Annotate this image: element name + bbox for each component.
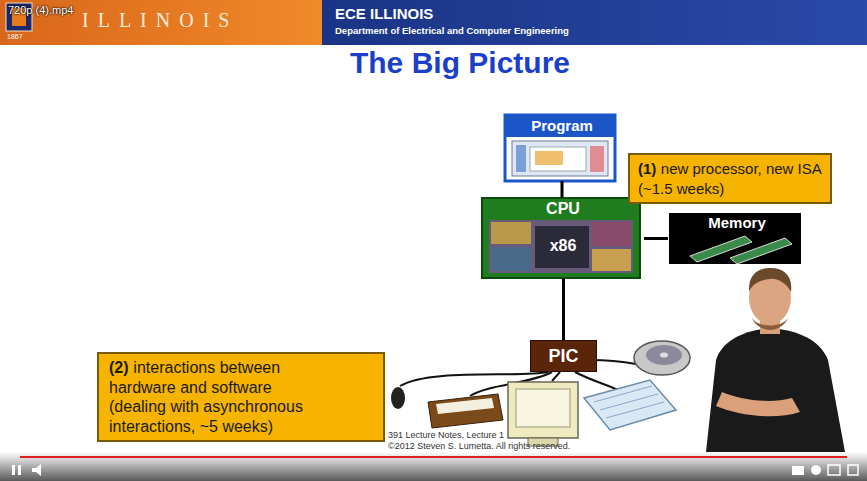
slide-title: The Big Picture — [290, 46, 630, 80]
callout-box: (2)interactions between hardware and sof… — [97, 352, 385, 442]
keyboard-icon — [584, 380, 676, 430]
connector-line — [562, 278, 565, 340]
founding-year: 1867 — [7, 33, 23, 40]
computer-monitor — [508, 382, 578, 438]
node-text: Memory — [670, 214, 804, 232]
callout-number: (1) — [638, 160, 656, 177]
callout-number: (2) — [109, 359, 129, 376]
connector-line — [644, 237, 668, 240]
router-top — [436, 398, 494, 414]
die-block — [592, 249, 631, 271]
cpu-die — [489, 220, 633, 273]
header-orange-bar — [0, 0, 322, 45]
footer-note: 391 Lecture Notes, Lecture 1 — [388, 430, 504, 440]
die-block — [592, 222, 631, 246]
disk-spindle — [660, 353, 668, 358]
node-text: x86 — [539, 236, 587, 255]
mouse-icon — [391, 387, 405, 409]
settings-icon — [811, 465, 821, 475]
window-sidebar — [516, 145, 526, 172]
disk-drive-icon — [634, 341, 690, 375]
presenter-figure — [706, 268, 845, 452]
miniplayer-icon — [828, 465, 840, 475]
fullscreen-icon — [848, 465, 858, 475]
pause-icon — [18, 465, 21, 475]
computer-screen — [516, 389, 570, 427]
video-control-bar — [0, 452, 867, 481]
wire — [552, 372, 560, 381]
cpu-box: CPU x86 — [482, 198, 644, 278]
node-text: CPU — [484, 199, 642, 218]
screen-window — [512, 141, 608, 176]
node-text: PIC — [533, 346, 594, 366]
keyboard-keys — [594, 386, 664, 418]
captions-icon — [792, 466, 804, 475]
connector — [562, 181, 563, 198]
window-canvas — [530, 147, 586, 171]
disk-platter — [646, 345, 682, 365]
memory-box: Memory — [668, 212, 806, 265]
router-icon — [428, 394, 503, 428]
window-palette — [590, 146, 604, 172]
node-text: interactions between hardware and softwa… — [109, 359, 303, 435]
die-block — [491, 222, 531, 244]
department-name: Department of Electrical and Computer En… — [335, 25, 569, 36]
wire — [575, 372, 618, 390]
die-block — [491, 247, 531, 271]
node-text: Program — [507, 116, 617, 135]
video-filename: 720p (4).mp4 — [8, 4, 73, 16]
presenter-beard — [752, 318, 788, 330]
connector — [563, 278, 564, 340]
presenter-hands — [716, 392, 800, 416]
copyright-note: ©2012 Steven S. Lumetta. All rights rese… — [388, 441, 570, 451]
window-content — [535, 151, 563, 165]
node-text: new processor, new ISA (~1.5 weeks) — [638, 160, 821, 197]
pause-icon — [12, 465, 15, 475]
volume-icon — [32, 464, 41, 476]
presenter-hair — [749, 268, 791, 292]
callout-box: (1)new processor, new ISA (~1.5 weeks) — [628, 153, 832, 204]
university-wordmark: ILLINOIS — [82, 9, 238, 32]
memory-stick — [730, 238, 792, 264]
connector — [644, 238, 668, 239]
progress-bar — [20, 456, 847, 458]
pic-box: PIC — [530, 340, 597, 372]
department-logo: ECE ILLINOIS — [335, 5, 433, 22]
presenter-shirt — [706, 328, 845, 452]
die-core — [535, 226, 589, 268]
program-box: Program — [505, 115, 619, 181]
connector-line — [561, 181, 564, 198]
header-blue-bar — [322, 0, 867, 45]
